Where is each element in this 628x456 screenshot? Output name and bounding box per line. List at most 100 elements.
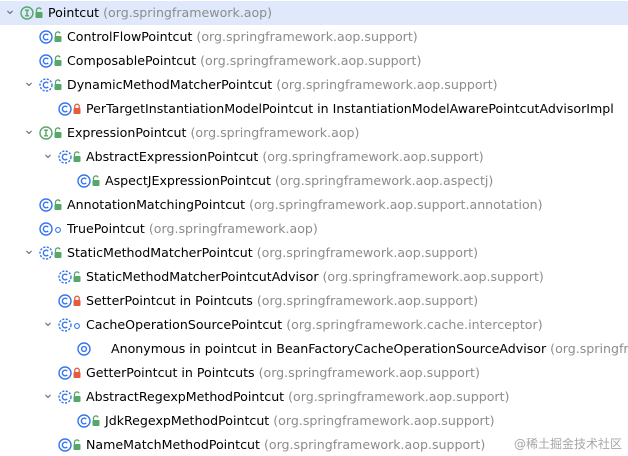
type-name: GetterPointcut in Pointcuts (86, 365, 255, 380)
abstract-class-icon (39, 246, 53, 260)
public-lock-icon (53, 127, 63, 139)
public-lock-icon (53, 55, 63, 67)
tree-row[interactable]: ⌄ AbstractRegexpMethodPointcut (org.sprin… (0, 385, 628, 409)
package-name: (org.springframework.aop.support) (262, 149, 484, 164)
tree-row-label: CacheOperationSourcePointcut (org.spring… (86, 313, 543, 337)
package-name: (org.springframework.aop.support.annotat… (249, 197, 543, 212)
class-icon (58, 366, 72, 380)
type-name: SetterPointcut in Pointcuts (86, 293, 253, 308)
class-icon (39, 198, 53, 212)
tree-row-label: ComposablePointcut (org.springframework.… (67, 49, 421, 73)
tree-row-label: AbstractRegexpMethodPointcut (org.spring… (86, 385, 509, 409)
package-name: (org.springframework.aop.support) (276, 77, 498, 92)
interface-icon (39, 126, 53, 140)
class-icon (39, 222, 53, 236)
tree-row[interactable]: ComposablePointcut (org.springframework.… (0, 49, 628, 73)
package-name: (org.springframework.aop.support) (256, 293, 479, 308)
chevron-down-icon[interactable]: ⌄ (42, 314, 54, 330)
chevron-down-icon[interactable]: ⌄ (23, 74, 35, 90)
tree-row-label: DynamicMethodMatcherPointcut (org.spring… (67, 73, 498, 97)
private-lock-icon (72, 295, 82, 307)
tree-row-label: Anonymous in pointcut in BeanFactoryCach… (111, 337, 628, 361)
tree-row[interactable]: ⌄ StaticMethodMatcherPointcut (org.spring… (0, 241, 628, 265)
public-lock-icon (72, 151, 82, 163)
public-lock-icon (72, 271, 82, 283)
tree-row[interactable]: ControlFlowPointcut (org.springframework… (0, 25, 628, 49)
public-lock-icon (34, 7, 44, 19)
package-name: (org.springframework.aop) (103, 5, 273, 20)
tree-row-label: NameMatchMethodPointcut (org.springframe… (86, 433, 485, 456)
chevron-down-icon[interactable]: ⌄ (42, 386, 54, 402)
abstract-class-icon (39, 78, 53, 92)
public-lock-icon (72, 391, 82, 403)
type-name: ComposablePointcut (67, 53, 197, 68)
class-icon (39, 30, 53, 44)
tree-row-label: StaticMethodMatcherPointcutAdvisor (org.… (86, 265, 544, 289)
type-name: DynamicMethodMatcherPointcut (67, 77, 273, 92)
type-name: PerTargetInstantiationModelPointcut in I… (86, 101, 614, 116)
public-lock-icon (53, 199, 63, 211)
anonymous-class-icon (77, 342, 91, 356)
interface-icon (20, 6, 34, 20)
tree-row[interactable]: NameMatchMethodPointcut (org.springframe… (0, 433, 628, 456)
tree-row-label: ControlFlowPointcut (org.springframework… (67, 25, 418, 49)
tree-row[interactable]: ⌄Pointcut (org.springframework.aop) (0, 1, 628, 25)
package-name: (org.springframework.aop) (148, 221, 318, 236)
type-name: AnnotationMatchingPointcut (67, 197, 246, 212)
type-name: AbstractExpressionPointcut (86, 149, 259, 164)
package-name: (org.springframework.aop.support) (196, 29, 418, 44)
type-name: StaticMethodMatcherPointcutAdvisor (86, 269, 319, 284)
package-name: (org.springframework.aop.support) (288, 389, 510, 404)
tree-row-label: SetterPointcut in Pointcuts (org.springf… (86, 289, 478, 313)
tree-row[interactable]: PerTargetInstantiationModelPointcut in I… (0, 97, 628, 121)
abstract-class-icon (58, 150, 72, 164)
abstract-class-icon (58, 270, 72, 284)
public-lock-icon (53, 247, 63, 259)
tree-row[interactable]: ⌄ CacheOperationSourcePointcut (org.sprin… (0, 313, 628, 337)
type-name: StaticMethodMatcherPointcut (67, 245, 253, 260)
tree-row[interactable]: AspectJExpressionPointcut (org.springfra… (0, 169, 628, 193)
tree-row[interactable]: TruePointcut (org.springframework.aop) (0, 217, 628, 241)
package-visibility-icon (53, 223, 63, 235)
tree-row[interactable]: AnnotationMatchingPointcut (org.springfr… (0, 193, 628, 217)
chevron-down-icon[interactable]: ⌄ (42, 146, 54, 162)
class-icon (58, 294, 72, 308)
tree-row-label: AspectJExpressionPointcut (org.springfra… (105, 169, 493, 193)
tree-row[interactable]: ⌄ DynamicMethodMatcherPointcut (org.sprin… (0, 73, 628, 97)
chevron-down-icon[interactable]: ⌄ (23, 242, 35, 258)
tree-row[interactable]: ⌄ExpressionPointcut (org.springframework… (0, 121, 628, 145)
type-name: AspectJExpressionPointcut (105, 173, 271, 188)
class-icon (39, 54, 53, 68)
tree-row-label: PerTargetInstantiationModelPointcut in I… (86, 97, 614, 121)
package-name: (org.springframework.cache.interceptor) (286, 317, 543, 332)
watermark: @稀土掘金技术社区 (509, 436, 622, 452)
tree-row[interactable]: GetterPointcut in Pointcuts (org.springf… (0, 361, 628, 385)
package-name: (org.springframework.aop.support) (256, 245, 479, 260)
type-name: TruePointcut (67, 221, 145, 236)
abstract-class-icon (58, 318, 72, 332)
private-lock-icon (72, 103, 82, 115)
package-name: (org.springframework.aop.support) (258, 365, 480, 380)
tree-row-label: TruePointcut (org.springframework.aop) (67, 217, 318, 241)
type-name: NameMatchMethodPointcut (86, 437, 260, 452)
public-lock-icon (53, 79, 63, 91)
tree-row[interactable]: JdkRegexpMethodPointcut (org.springframe… (0, 409, 628, 433)
package-visibility-icon (72, 319, 82, 331)
tree-row[interactable]: Anonymous in pointcut in BeanFactoryCach… (0, 337, 628, 361)
tree-row[interactable]: SetterPointcut in Pointcuts (org.springf… (0, 289, 628, 313)
tree-row[interactable]: ⌄ AbstractExpressionPointcut (org.springf… (0, 145, 628, 169)
package-name: (org.springframework.aop.support) (273, 413, 495, 428)
package-name: (org.springframework.aop) (190, 125, 360, 140)
tree-row-label: AbstractExpressionPointcut (org.springfr… (86, 145, 484, 169)
private-lock-icon (72, 367, 82, 379)
package-name: (org.springframework.aop.support) (322, 269, 544, 284)
tree-row-label: AnnotationMatchingPointcut (org.springfr… (67, 193, 543, 217)
chevron-down-icon[interactable]: ⌄ (4, 2, 16, 18)
chevron-down-icon[interactable]: ⌄ (23, 122, 35, 138)
class-icon (77, 174, 91, 188)
class-icon (77, 414, 91, 428)
type-name: Anonymous in pointcut in BeanFactoryCach… (111, 341, 547, 356)
tree-row[interactable]: StaticMethodMatcherPointcutAdvisor (org.… (0, 265, 628, 289)
public-lock-icon (72, 439, 82, 451)
